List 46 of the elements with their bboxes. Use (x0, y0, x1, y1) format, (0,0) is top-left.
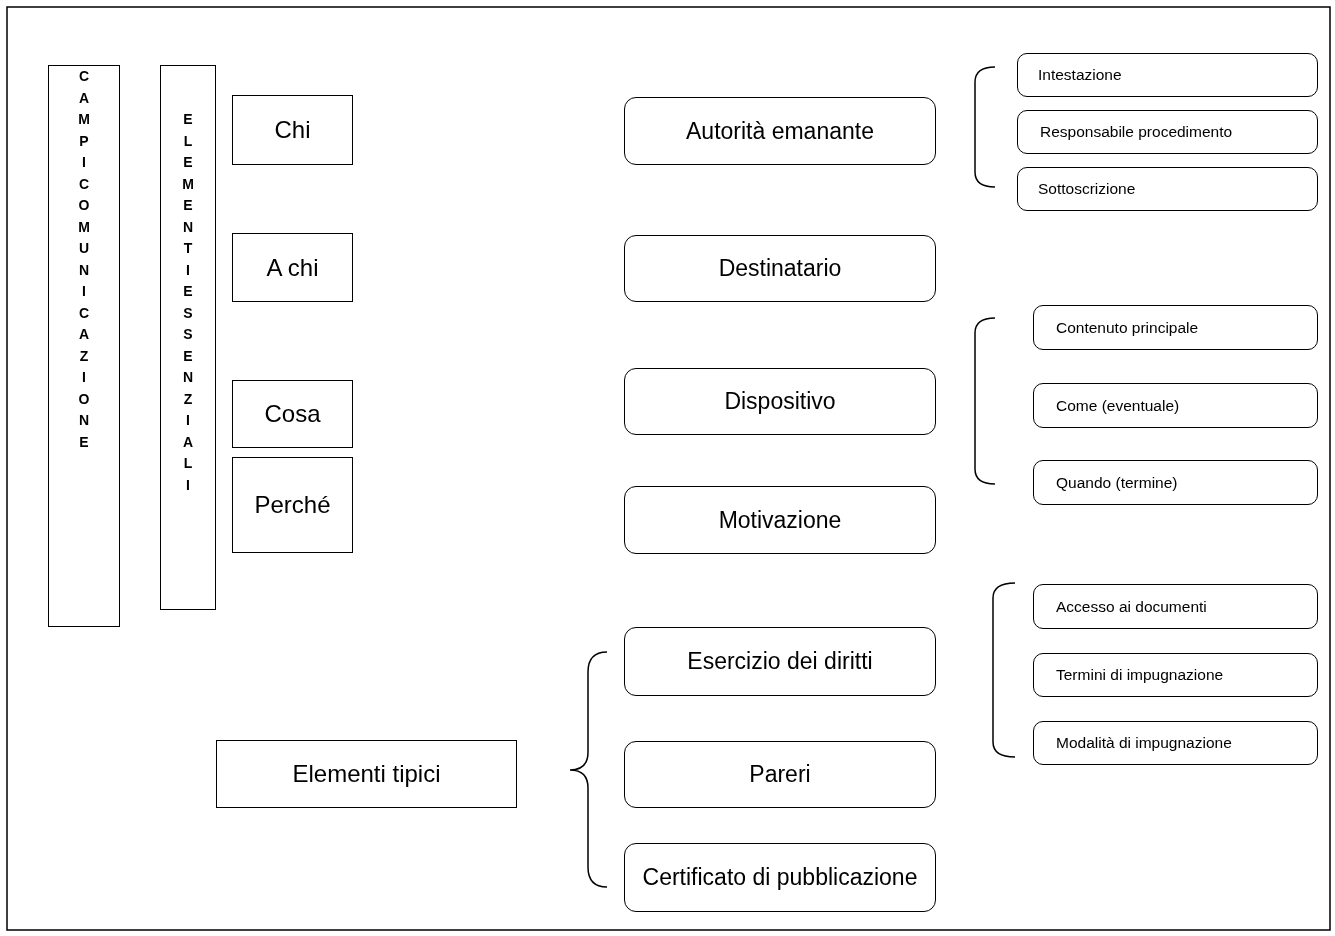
rounded-box (624, 843, 936, 912)
box-label: Responsabile procedimento (1040, 123, 1233, 141)
box-label: Accesso ai documenti (1056, 597, 1207, 616)
box-label: Intestazione (1038, 66, 1122, 84)
box-label: Contenuto principale (1056, 318, 1199, 337)
box-label: Dispositivo (724, 388, 836, 415)
rounded-box (624, 97, 936, 165)
label-box (232, 233, 353, 302)
box-label: A chi (266, 253, 319, 282)
small-rounded-box (1033, 383, 1318, 428)
rounded-box (624, 741, 936, 808)
vertical-label-box (48, 65, 120, 627)
box-label: Pareri (749, 761, 811, 788)
rounded-box (624, 486, 936, 554)
label-box (232, 457, 353, 553)
small-rounded-box (1017, 167, 1318, 211)
box-label: CAMPI COMUNICAZIONE (78, 67, 90, 452)
box-label: Autorità emanante (686, 117, 874, 145)
box-label: Destinatario (718, 255, 842, 282)
vertical-label-box (160, 65, 216, 610)
label-box (232, 95, 353, 165)
small-rounded-box (1017, 110, 1318, 154)
box-label: Certificato di pubblicazione (642, 864, 918, 891)
rounded-box (624, 627, 936, 696)
small-rounded-box (1033, 305, 1318, 350)
box-label: Cosa (264, 400, 321, 428)
box-label: Termini di impugnazione (1056, 666, 1224, 684)
box-label: Come (eventuale) (1056, 396, 1180, 415)
rounded-box (624, 368, 936, 435)
box-label: Modalità di impugnazione (1056, 734, 1232, 752)
box-label: Quando (termine) (1056, 473, 1178, 492)
small-rounded-box (1033, 653, 1318, 697)
box-label: Sottoscrizione (1038, 180, 1136, 198)
box-label: Chi (274, 116, 311, 144)
box-label: Perché (254, 491, 331, 519)
box-label: Elementi tipici (292, 760, 441, 788)
rounded-box (624, 235, 936, 302)
small-rounded-box (1033, 584, 1318, 629)
box-label: ELEMENTIESSENZIALI (182, 110, 194, 495)
label-box (216, 740, 517, 808)
small-rounded-box (1033, 460, 1318, 505)
box-label: Esercizio dei diritti (687, 648, 873, 675)
small-rounded-box (1033, 721, 1318, 765)
small-rounded-box (1017, 53, 1318, 97)
box-label: Motivazione (718, 506, 842, 534)
label-box (232, 380, 353, 448)
